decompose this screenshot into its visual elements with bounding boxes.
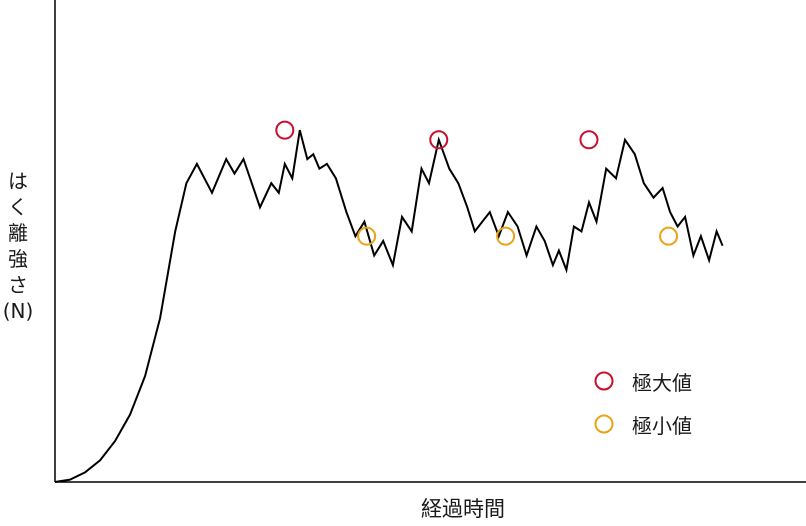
legend-label-minima: 極小値 xyxy=(632,414,692,438)
maxima-marker xyxy=(429,130,449,150)
maxima-marker xyxy=(275,120,295,140)
legend-minima-marker xyxy=(594,414,614,434)
legend-label-maxima: 極大値 xyxy=(632,371,692,395)
y-axis-label-char: は xyxy=(8,169,28,193)
minima-marker xyxy=(357,226,377,246)
y-axis-label-unit: (N) xyxy=(2,299,34,323)
y-axis-label: は く 離 強 さ (N) xyxy=(0,168,36,324)
minima-marker xyxy=(659,226,679,246)
y-axis-label-char: 離 xyxy=(8,221,28,245)
y-axis-label-char: 強 xyxy=(8,247,28,271)
y-axis-label-char: く xyxy=(8,195,28,219)
legend-maxima-marker xyxy=(594,371,614,391)
y-axis-label-char: さ xyxy=(8,273,28,297)
x-axis-label: 経過時間 xyxy=(421,497,505,521)
extrema-markers xyxy=(275,120,679,246)
maxima-marker xyxy=(579,130,599,150)
series-line xyxy=(54,129,724,483)
minima-marker xyxy=(496,226,516,246)
